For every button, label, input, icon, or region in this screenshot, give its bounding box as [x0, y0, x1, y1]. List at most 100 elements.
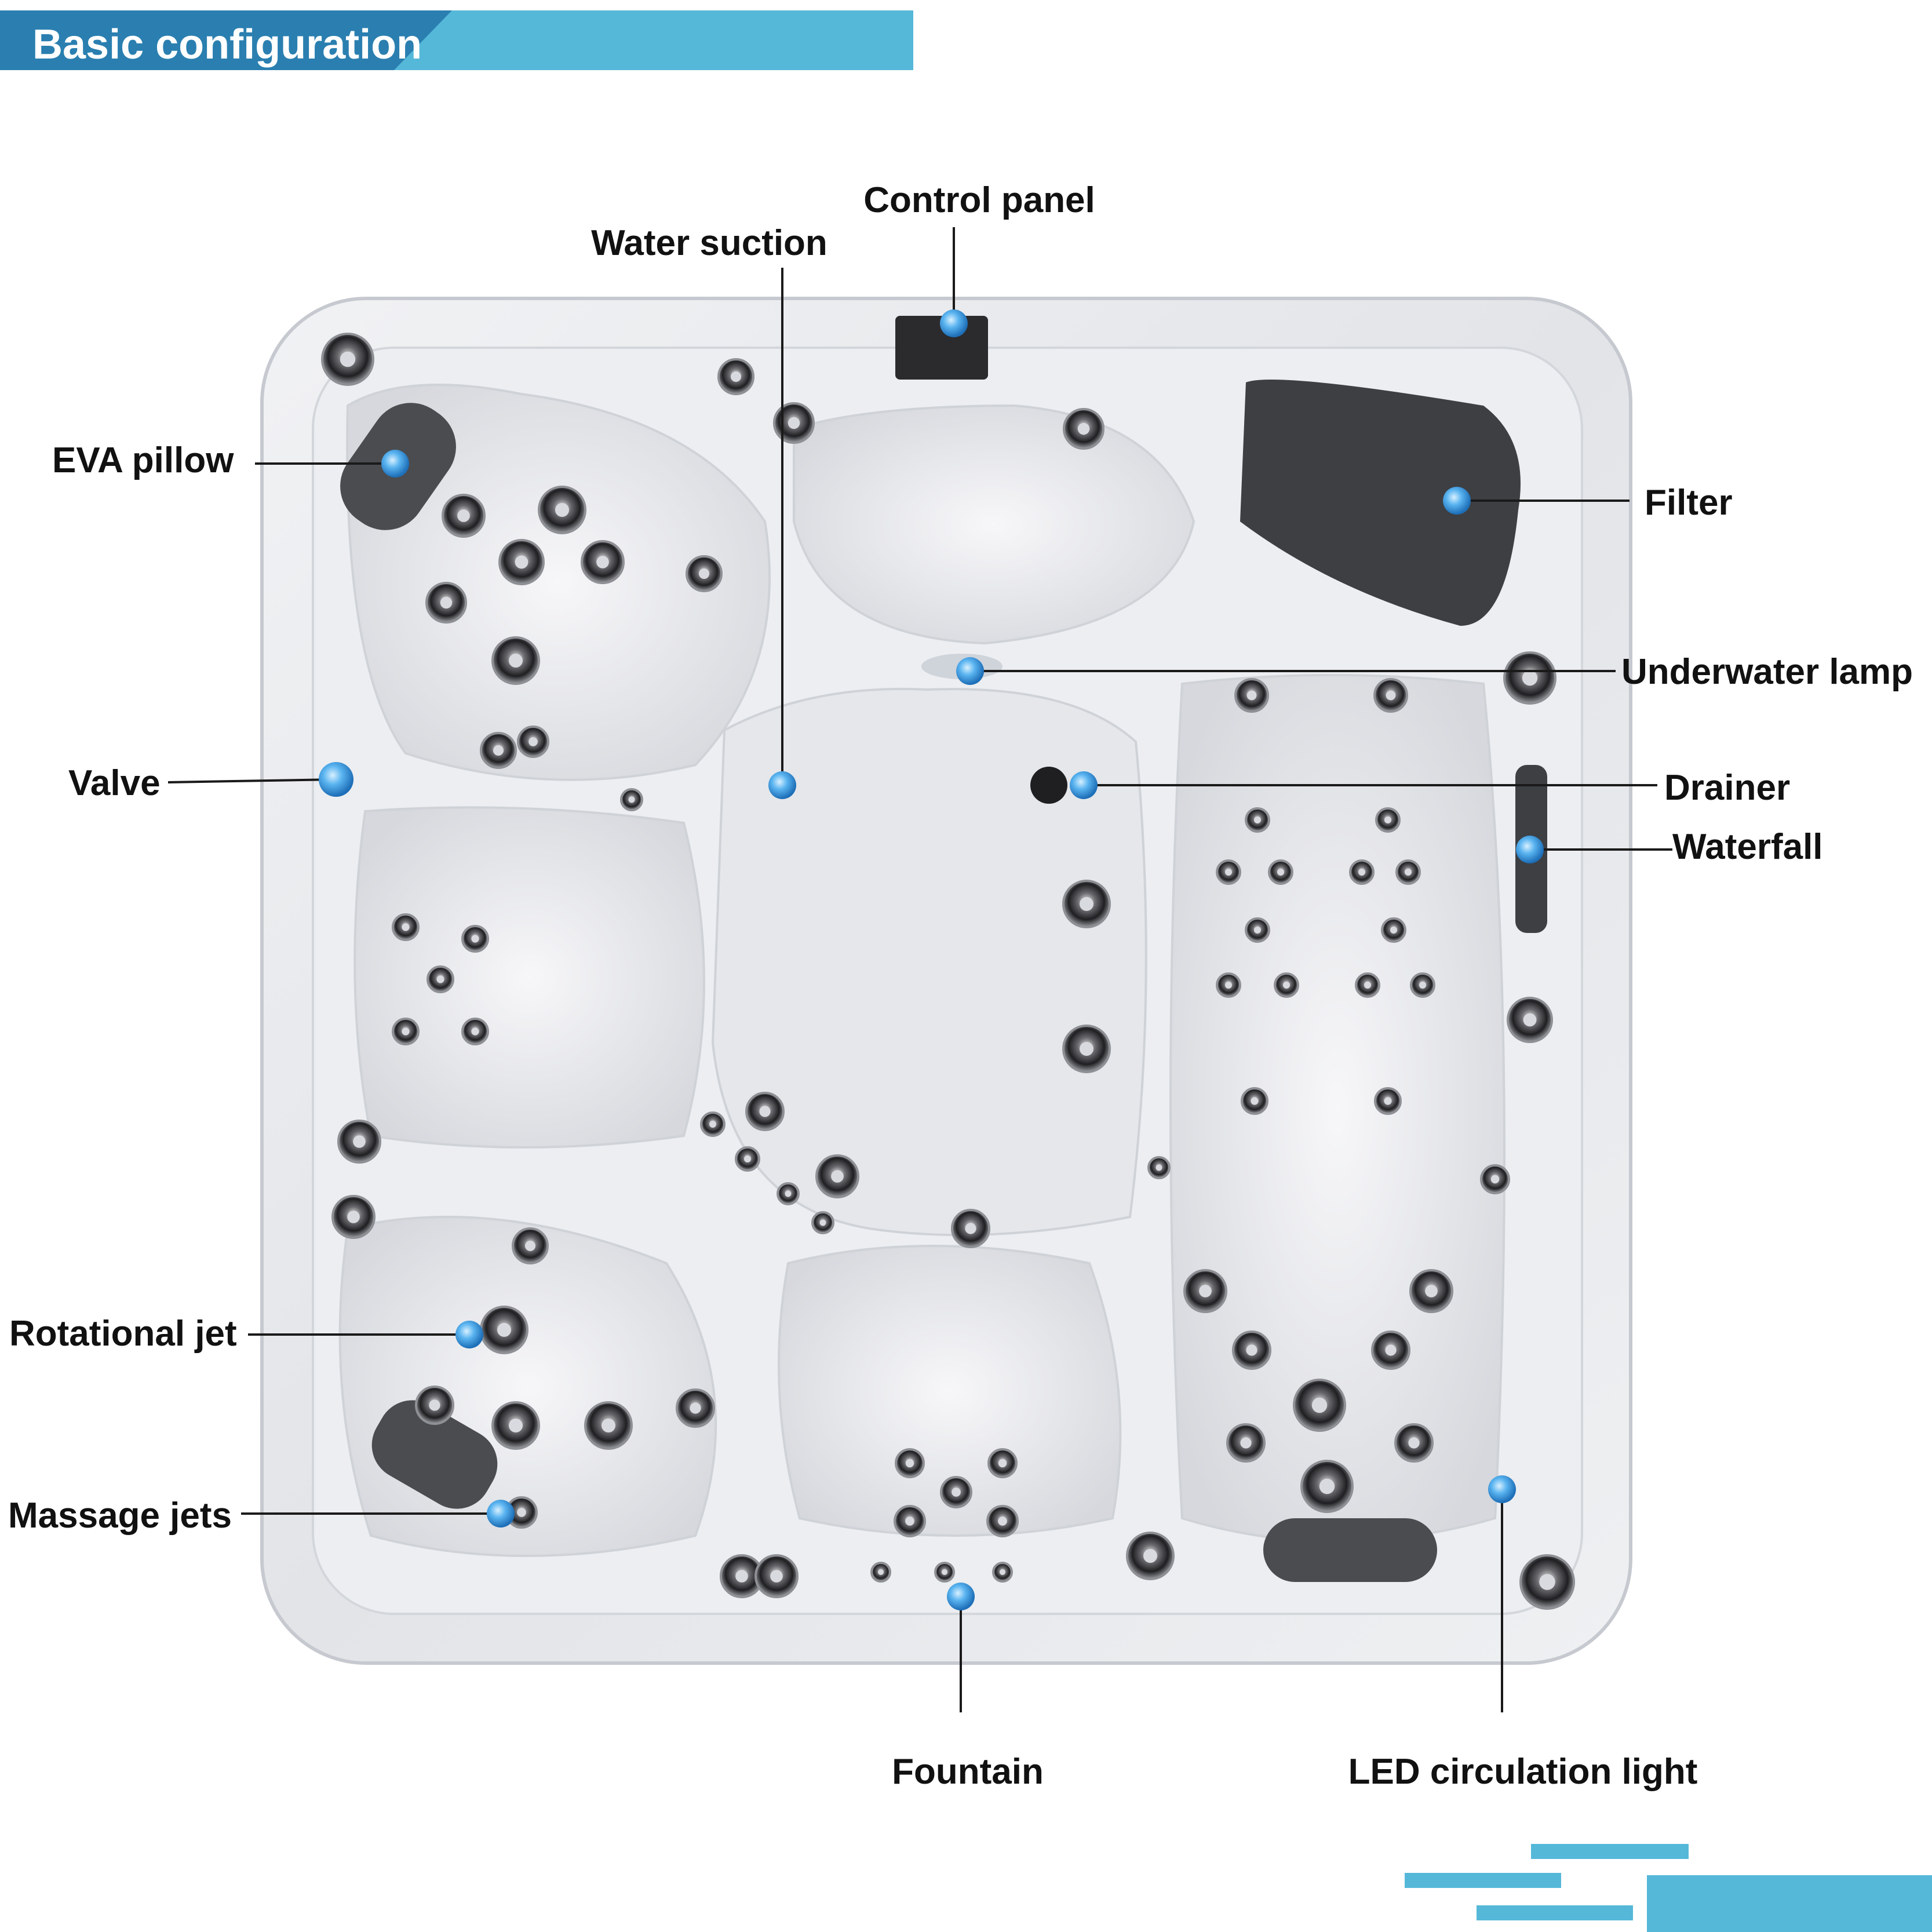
jet-nozzle-48: [905, 1517, 914, 1526]
label-fountain: Fountain: [892, 1752, 1044, 1792]
jet-nozzle-14: [340, 351, 356, 367]
jet-nozzle-9: [528, 737, 538, 746]
jet-nozzle-2: [555, 503, 569, 517]
jet-nozzle-12: [1077, 422, 1090, 435]
label-rotational-jet: Rotational jet: [9, 1314, 237, 1354]
label-valve: Valve: [68, 763, 161, 803]
jet-nozzle-47: [952, 1488, 961, 1497]
seat-top-left: [346, 384, 771, 781]
marker-water-suction[interactable]: [768, 771, 796, 799]
jet-nozzle-57: [1225, 869, 1232, 876]
jet-nozzle-73: [1311, 1397, 1328, 1413]
marker-eva-pillow[interactable]: [381, 450, 409, 477]
jet-nozzle-62: [1390, 927, 1397, 934]
jet-nozzle-33: [819, 1219, 826, 1226]
jet-nozzle-42: [602, 1419, 615, 1432]
jet-nozzle-18: [353, 1135, 366, 1148]
jet-nozzle-40: [429, 1399, 440, 1411]
jets-group: [321, 333, 1575, 1610]
jet-nozzle-4: [515, 555, 528, 569]
deco-bar-1: [1531, 1844, 1689, 1859]
jet-nozzle-15: [1539, 1574, 1555, 1590]
marker-led-light[interactable]: [1488, 1475, 1516, 1503]
label-waterfall: Waterfall: [1672, 827, 1823, 867]
deco-bar-4: [1477, 1905, 1633, 1920]
jet-nozzle-55: [1254, 816, 1261, 823]
jet-nozzle-44: [517, 1508, 526, 1517]
marker-valve[interactable]: [319, 762, 353, 797]
jet-nozzle-77: [1490, 1175, 1500, 1184]
section-header: Basic configuration: [0, 10, 913, 70]
jet-nozzle-7: [509, 654, 523, 668]
seat-bottom-middle: [778, 1245, 1122, 1537]
header-title: Basic configuration: [32, 21, 422, 68]
jet-nozzle-25: [436, 975, 444, 983]
label-underwater-lamp: Underwater lamp: [1621, 652, 1913, 692]
jet-nozzle-38: [525, 1241, 535, 1251]
marker-waterfall[interactable]: [1516, 836, 1544, 863]
jet-nozzle-13: [731, 371, 741, 382]
jet-nozzle-63: [1225, 982, 1232, 989]
jet-nozzle-16: [1522, 670, 1538, 686]
jet-nozzle-41: [509, 1419, 523, 1432]
marker-massage-jets[interactable]: [487, 1500, 515, 1528]
label-water-suction: Water suction: [591, 223, 828, 263]
decorative-bars: [1405, 1844, 1932, 1932]
jet-nozzle-39: [497, 1323, 511, 1337]
jet-nozzle-34: [965, 1223, 976, 1234]
jet-nozzle-53: [1246, 690, 1257, 701]
seat-left: [353, 806, 705, 1149]
jet-nozzle-26: [402, 1027, 410, 1036]
callout-labels: Control panel Water suction EVA pillow F…: [8, 180, 1913, 1792]
marker-fountain[interactable]: [947, 1583, 975, 1610]
footwell: [711, 687, 1147, 1237]
jet-nozzle-46: [998, 1459, 1007, 1468]
marker-filter[interactable]: [1443, 487, 1471, 515]
label-led-light: LED circulation light: [1348, 1752, 1698, 1792]
jet-nozzle-64: [1283, 982, 1290, 989]
leader-valve: [167, 778, 337, 783]
eva-pillow-lounger: [1263, 1518, 1437, 1582]
marker-control-panel[interactable]: [940, 309, 968, 337]
jet-nozzle-60: [1405, 869, 1412, 876]
callout-markers: [319, 309, 1544, 1610]
jet-nozzle-67: [1251, 1097, 1259, 1105]
eva-pillow-bottom: [371, 1400, 498, 1509]
jet-nozzle-8: [699, 568, 709, 579]
jet-nozzle-75: [1408, 1437, 1420, 1449]
deco-bar-2: [1405, 1873, 1561, 1888]
jet-nozzle-51: [942, 1569, 947, 1575]
jet-nozzle-31: [831, 1170, 844, 1183]
tub-shell: [260, 297, 1632, 1665]
drainer-fixture: [1030, 767, 1067, 804]
jet-nozzle-17: [1523, 1013, 1537, 1027]
marker-underwater-lamp[interactable]: [956, 657, 984, 685]
jet-nozzle-45: [905, 1459, 914, 1468]
jet-nozzle-6: [596, 556, 609, 568]
jet-nozzle-19: [347, 1211, 360, 1223]
jet-nozzle-71: [1246, 1344, 1257, 1356]
jet-nozzle-56: [1384, 816, 1391, 823]
marker-drainer[interactable]: [1070, 771, 1098, 799]
jet-nozzle-35: [1080, 897, 1093, 911]
jet-nozzle-43: [690, 1402, 701, 1414]
label-eva-pillow: EVA pillow: [52, 440, 234, 480]
header-band: [0, 10, 913, 70]
jet-nozzle-65: [1364, 982, 1371, 989]
filter-cover: [1240, 380, 1521, 626]
jet-nozzle-23: [402, 923, 410, 931]
seat-top-middle: [793, 404, 1195, 645]
jet-nozzle-76: [1319, 1478, 1335, 1494]
jet-nozzle-52: [1000, 1569, 1005, 1575]
jet-nozzle-59: [1358, 869, 1365, 876]
jet-nozzle-37: [1155, 1164, 1162, 1171]
jet-nozzle-27: [471, 1027, 479, 1036]
jet-nozzle-30: [744, 1155, 751, 1162]
marker-rotational-jet[interactable]: [455, 1321, 483, 1348]
jet-nozzle-29: [709, 1121, 716, 1128]
jet-nozzle-74: [1240, 1437, 1252, 1449]
jet-nozzle-10: [493, 745, 504, 756]
accessories: [340, 316, 1547, 1582]
jet-nozzle-32: [785, 1190, 792, 1197]
jet-nozzle-28: [759, 1106, 771, 1117]
